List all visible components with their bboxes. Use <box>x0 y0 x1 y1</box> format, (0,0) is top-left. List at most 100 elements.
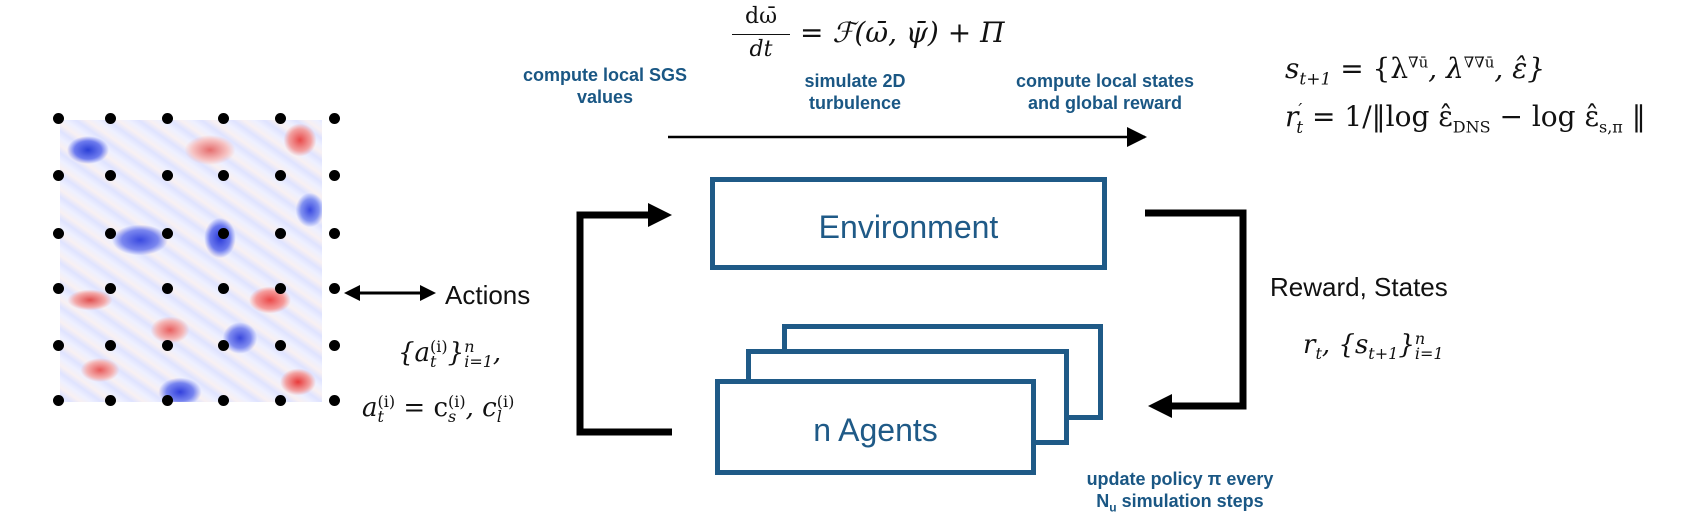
label-line: turbulence <box>808 93 901 113</box>
left-loop-connector <box>576 211 672 436</box>
grid-point <box>275 113 286 124</box>
state-rhs: = {λ <box>1340 52 1409 85</box>
grid-point <box>162 170 173 181</box>
actions-set-sub: t <box>430 352 437 371</box>
actions-set-open: {a <box>398 338 431 368</box>
label-line: and global reward <box>1027 93 1183 113</box>
grid-point <box>162 228 173 239</box>
actions-arrowhead-right <box>420 285 436 301</box>
cl-sub: l <box>496 407 502 426</box>
label-line: values <box>576 87 634 107</box>
cl-sup: (i) <box>496 392 515 411</box>
actions-set-sup-n: n <box>464 337 475 356</box>
reward-sub2: s,π <box>1598 117 1623 137</box>
grid-point <box>53 395 64 406</box>
grid-point <box>162 340 173 351</box>
reward-rhs-start: = 1/‖log ε̂ <box>1312 100 1453 133</box>
update-policy-n: N <box>1096 491 1110 511</box>
grid-point <box>218 228 229 239</box>
state-end: , ε̂} <box>1494 52 1546 85</box>
grid-point <box>329 395 340 406</box>
grid-point <box>53 228 64 239</box>
reward-sub1: DNS <box>1452 117 1491 137</box>
eq-numerator: dω̄ <box>744 4 778 29</box>
actions-set-sup: (i) <box>430 337 448 356</box>
label-update-policy: update policy π every Nu simulation step… <box>1060 468 1300 519</box>
reward-lhs: r <box>1285 100 1299 133</box>
left-loop-arrowhead <box>648 203 672 227</box>
turbulence-field-image <box>60 120 322 402</box>
grid-point <box>162 395 173 406</box>
state-lhs: s <box>1285 52 1300 85</box>
reward-states-label: Reward, States <box>1270 272 1448 302</box>
agents-box: n Agents <box>715 379 1036 475</box>
grid-point <box>329 228 340 239</box>
grid-point <box>53 113 64 124</box>
grid-point <box>218 113 229 124</box>
grid-point <box>162 113 173 124</box>
grid-point <box>218 395 229 406</box>
grid-point <box>275 340 286 351</box>
state-sup1: ∇ū <box>1408 53 1429 72</box>
reward-set-sub: t+1 <box>1368 344 1399 364</box>
actions-set-sub-i: i=1 <box>464 352 493 371</box>
actions-label: Actions <box>445 280 531 310</box>
grid-point <box>218 283 229 294</box>
grid-point <box>105 228 116 239</box>
grid-point <box>53 283 64 294</box>
agents-label: n Agents <box>813 412 938 448</box>
action-a: a <box>362 393 378 423</box>
update-policy-rest: simulation steps <box>1116 491 1264 511</box>
grid-point <box>218 170 229 181</box>
state-lhs-sub: t+1 <box>1299 69 1332 90</box>
grid-point <box>105 113 116 124</box>
action-a-sup: (i) <box>377 392 396 411</box>
reward-r-sub: t <box>1315 344 1322 364</box>
update-policy-line2: Nu simulation steps <box>1060 490 1300 519</box>
grid-point <box>105 170 116 181</box>
grid-point <box>105 283 116 294</box>
reward-r: r <box>1303 330 1316 360</box>
reward-lhs-sub: t <box>1296 117 1304 138</box>
actions-comma: , <box>492 338 502 368</box>
action-a-sub: t <box>377 407 384 426</box>
grid-point <box>275 283 286 294</box>
grid-point <box>275 395 286 406</box>
reward-lhs-sup: ′ <box>1298 100 1303 121</box>
right-loop-connector <box>1145 209 1247 410</box>
state-sup2: ∇∇ū <box>1463 53 1495 72</box>
grid-point <box>53 170 64 181</box>
action-sep: , c <box>465 393 497 423</box>
grid-point <box>275 228 286 239</box>
cs-sub: s <box>448 407 457 426</box>
fraction-bar <box>732 34 790 35</box>
grid-point <box>218 340 229 351</box>
grid-point <box>53 340 64 351</box>
label-line: compute local states <box>1015 71 1195 91</box>
reward-set: , {s <box>1321 330 1369 360</box>
state-equation: st+1 = {λ∇ū, λ∇∇ū, ε̂} <box>1285 52 1545 90</box>
update-policy-line1: update policy π every <box>1086 469 1274 489</box>
grid-point <box>275 170 286 181</box>
grid-point <box>329 340 340 351</box>
reward-mid: − log ε̂ <box>1490 100 1599 133</box>
actions-set-close: } <box>447 338 465 368</box>
environment-box: Environment <box>710 177 1107 270</box>
grid-point <box>329 170 340 181</box>
actions-arrowhead-left <box>344 285 360 301</box>
reward-sub-i: i=1 <box>1414 344 1444 363</box>
eq-denominator: dt <box>749 37 773 62</box>
cs-sup: (i) <box>448 392 466 411</box>
update-policy-n-sub: u <box>1109 500 1117 515</box>
grid-point <box>329 113 340 124</box>
action-eq: = c <box>395 393 449 423</box>
eq-rhs: = ℱ(ω̄, ψ̄) + Π <box>800 16 1005 49</box>
grid-point <box>329 283 340 294</box>
label-compute-sgs: compute local SGS values <box>505 64 705 108</box>
reward-end: ‖ <box>1622 100 1646 133</box>
label-line: compute local SGS <box>522 65 688 85</box>
grid-point <box>162 283 173 294</box>
reward-sup-n: n <box>1414 329 1426 348</box>
